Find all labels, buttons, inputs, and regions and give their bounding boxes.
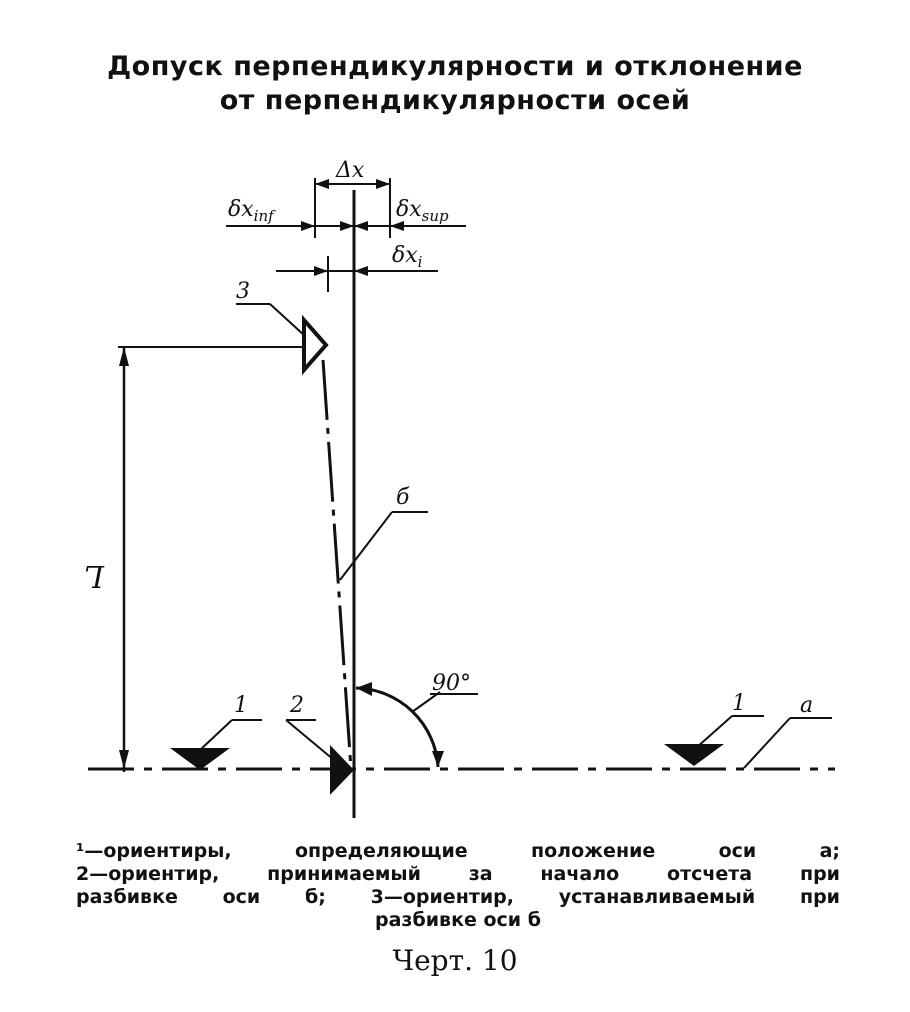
caption-word: при <box>799 886 840 908</box>
caption-row-1: ¹—ориентиры, определяющие положение оси … <box>76 840 840 863</box>
axis-a-label: а <box>800 693 813 718</box>
marker-3-triangle <box>302 314 329 376</box>
caption-word: отсчета <box>667 863 753 885</box>
caption-word: оси <box>222 886 261 908</box>
length-L-label: L <box>84 558 105 593</box>
length-L-arrow-bottom <box>119 750 129 769</box>
caption-word: 3—ориентир, <box>370 886 514 908</box>
marker-1-right-leader <box>695 715 733 749</box>
caption-word: начало <box>540 863 620 885</box>
caption-word: принимаемый <box>267 863 421 885</box>
axis-b-leader-diagonal <box>339 511 393 581</box>
marker-1-right-triangle <box>664 744 724 766</box>
dx-inf-arrow-inner <box>340 221 354 231</box>
angle-leader <box>411 691 441 713</box>
title-line-1: Допуск перпендикулярности и отклонение <box>107 51 803 82</box>
dx-sup-arrow-inner <box>354 221 368 231</box>
axis-b-label: б <box>396 485 410 510</box>
caption-word: разбивке <box>76 886 178 908</box>
diagram-title: Допуск перпендикулярности и отклонение о… <box>0 50 910 118</box>
dx-i-arrow-right <box>354 266 368 276</box>
marker-2-label: 2 <box>289 693 304 718</box>
dx-sup-arrow <box>390 221 404 231</box>
delta-x-label: Δx <box>335 158 365 183</box>
marker-3-leader-diag <box>269 303 306 337</box>
marker-1-left-leader <box>199 719 233 751</box>
figure-reference: Черт. 10 <box>392 944 518 977</box>
marker-2-triangle <box>330 745 354 795</box>
marker-1-left-triangle <box>170 748 230 770</box>
dx-inf-arrow <box>301 221 315 231</box>
caption-word: а; <box>819 840 840 862</box>
title-line-2: от перпендикулярности осей <box>219 85 691 116</box>
length-L-arrow-top <box>119 347 129 366</box>
caption-word: 2—ориентир, <box>76 863 220 885</box>
dx-i-arrow-left <box>314 266 328 276</box>
figure-caption: ¹—ориентиры, определяющие положение оси … <box>76 840 840 932</box>
dx-i-label: δxi <box>392 243 423 271</box>
marker-3-label: 3 <box>236 279 250 304</box>
caption-row-2: 2—ориентир, принимаемый за начало отсчет… <box>76 863 840 886</box>
dx-inf-label: δxinf <box>228 197 276 225</box>
axis-a-leader-diag <box>743 717 791 769</box>
caption-row-4: разбивке оси б <box>76 909 840 932</box>
axis-b-line <box>321 359 353 770</box>
caption-word: ¹—ориентиры, <box>76 840 232 862</box>
dx-sup-label: δxsup <box>396 197 449 225</box>
delta-x-arrow-left <box>315 179 329 189</box>
caption-word: определяющие <box>294 840 468 862</box>
marker-2-leader-diag <box>285 719 335 761</box>
caption-word: б; <box>305 886 326 908</box>
marker-1-right-label: 1 <box>732 691 746 716</box>
right-angle-arrow-right <box>432 751 444 767</box>
caption-word: разбивке оси б <box>375 909 541 931</box>
marker-1-left-label: 1 <box>234 693 248 718</box>
caption-row-3: разбивке оси б; 3—ориентир, устанавливае… <box>76 886 840 909</box>
caption-word: оси <box>718 840 757 862</box>
caption-word: за <box>468 863 493 885</box>
right-angle-arc <box>355 686 440 768</box>
angle-label: 90° <box>432 671 471 696</box>
delta-x-arrow-right <box>376 179 390 189</box>
caption-word: при <box>799 863 840 885</box>
caption-word: положение <box>531 840 656 862</box>
right-angle-arrow-top <box>356 682 372 696</box>
caption-word: устанавливаемый <box>558 886 756 908</box>
